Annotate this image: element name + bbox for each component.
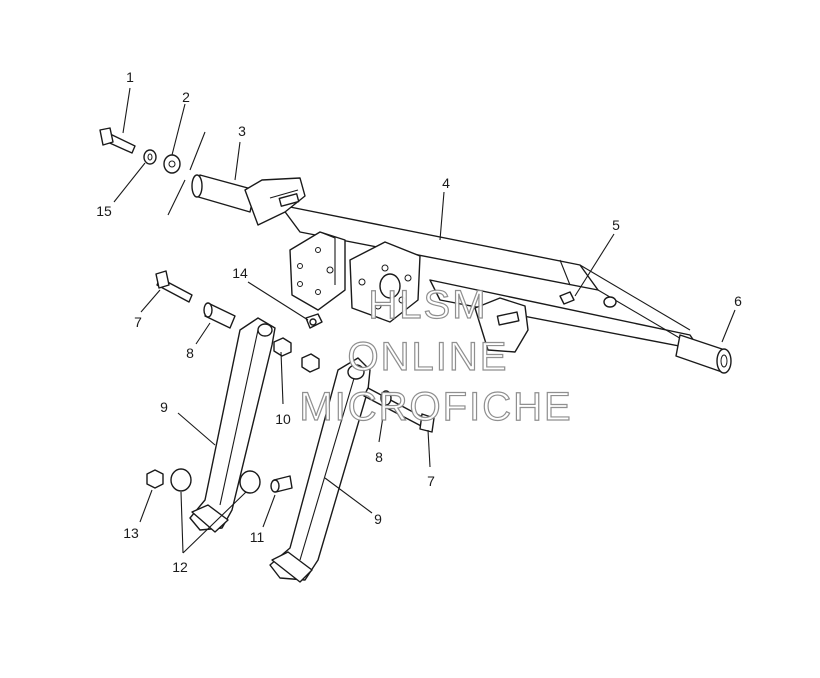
callout-14: 14 bbox=[232, 265, 248, 281]
watermark-line-1: HLSM bbox=[368, 283, 487, 327]
bolt-7-left bbox=[155, 270, 193, 303]
callout-6: 6 bbox=[734, 293, 742, 309]
callout-labels: 1 2 3 4 5 6 7 7 8 8 9 9 10 11 12 13 14 1… bbox=[96, 69, 742, 575]
washer-15 bbox=[143, 149, 157, 165]
callout-11: 11 bbox=[250, 529, 265, 545]
callout-8-right: 8 bbox=[375, 449, 383, 465]
callout-4: 4 bbox=[442, 175, 450, 191]
break-line bbox=[167, 179, 186, 216]
nut-13 bbox=[146, 469, 164, 489]
leader-lines bbox=[113, 87, 736, 554]
watermark-line-3: MICROFICHE bbox=[299, 385, 572, 429]
callout-13: 13 bbox=[123, 525, 139, 541]
left-bracket bbox=[244, 177, 306, 226]
frame-tube bbox=[279, 204, 701, 351]
callout-8-left: 8 bbox=[186, 345, 194, 361]
callout-15: 15 bbox=[96, 203, 112, 219]
bushing-8-left bbox=[203, 302, 236, 329]
callout-9-left: 9 bbox=[160, 399, 168, 415]
left-axle-shaft bbox=[191, 174, 256, 213]
callout-5: 5 bbox=[612, 217, 620, 233]
washers-12 bbox=[170, 468, 261, 494]
link-arm-9-left bbox=[189, 317, 276, 533]
bushing-8-right bbox=[380, 390, 392, 406]
right-axle-shaft bbox=[675, 334, 732, 374]
callout-2: 2 bbox=[182, 89, 190, 105]
watermark: HLSM ONLINE MICROFICHE bbox=[299, 282, 572, 429]
grease-fitting-5 bbox=[559, 291, 617, 308]
pin-11 bbox=[270, 475, 293, 493]
bolt-1 bbox=[99, 127, 136, 154]
right-bracket bbox=[474, 297, 529, 353]
callout-9-right: 9 bbox=[374, 511, 382, 527]
callout-12: 12 bbox=[172, 559, 188, 575]
right-pivot-plate bbox=[349, 241, 421, 323]
grease-fitting bbox=[305, 313, 323, 329]
watermark-line-2: ONLINE bbox=[348, 335, 509, 379]
left-pivot-plate bbox=[289, 231, 346, 311]
link-arm-9-right bbox=[269, 357, 371, 583]
washer-2 bbox=[163, 154, 181, 174]
callout-1: 1 bbox=[126, 69, 134, 85]
break-line bbox=[189, 131, 206, 171]
nut-10 bbox=[273, 337, 320, 373]
callout-3: 3 bbox=[238, 123, 246, 139]
callout-7-right: 7 bbox=[427, 473, 435, 489]
bolt-7-right bbox=[363, 387, 435, 433]
callout-10: 10 bbox=[275, 411, 291, 427]
callout-7-left: 7 bbox=[134, 314, 142, 330]
